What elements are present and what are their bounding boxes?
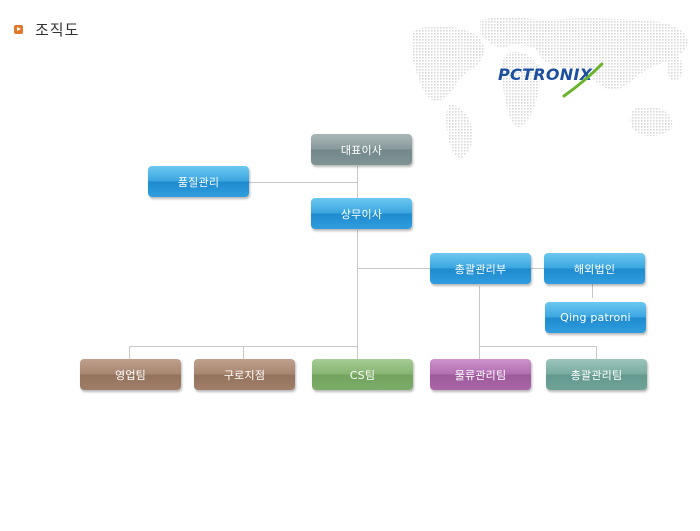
org-box-quality: 품질관리: [148, 166, 249, 197]
page-title: 조직도: [35, 20, 80, 39]
bullet-arrow-icon: [14, 24, 23, 34]
logo-text: PCTRONIX: [498, 65, 593, 84]
org-box-logistics: 물류관리팀: [430, 359, 531, 390]
org-box-cs-team: CS팀: [312, 359, 413, 390]
org-box-ceo: 대표이사: [311, 134, 412, 165]
org-box-sales: 영업팀: [80, 359, 181, 390]
page-header: 조직도: [14, 18, 79, 40]
pctronix-logo: PCTRONIX: [498, 62, 604, 98]
world-map-graphic: [412, 16, 688, 158]
org-box-qing-patroni: Qing patroni: [545, 302, 646, 333]
org-box-guro-branch: 구로지점: [194, 359, 295, 390]
org-box-general-management: 총괄관리부: [430, 253, 531, 284]
logo-swoosh-icon: [562, 62, 604, 98]
org-box-managing-director: 상무이사: [311, 198, 412, 229]
org-box-overseas: 해외법인: [544, 253, 645, 284]
org-box-general-team: 총괄관리팀: [546, 359, 647, 390]
